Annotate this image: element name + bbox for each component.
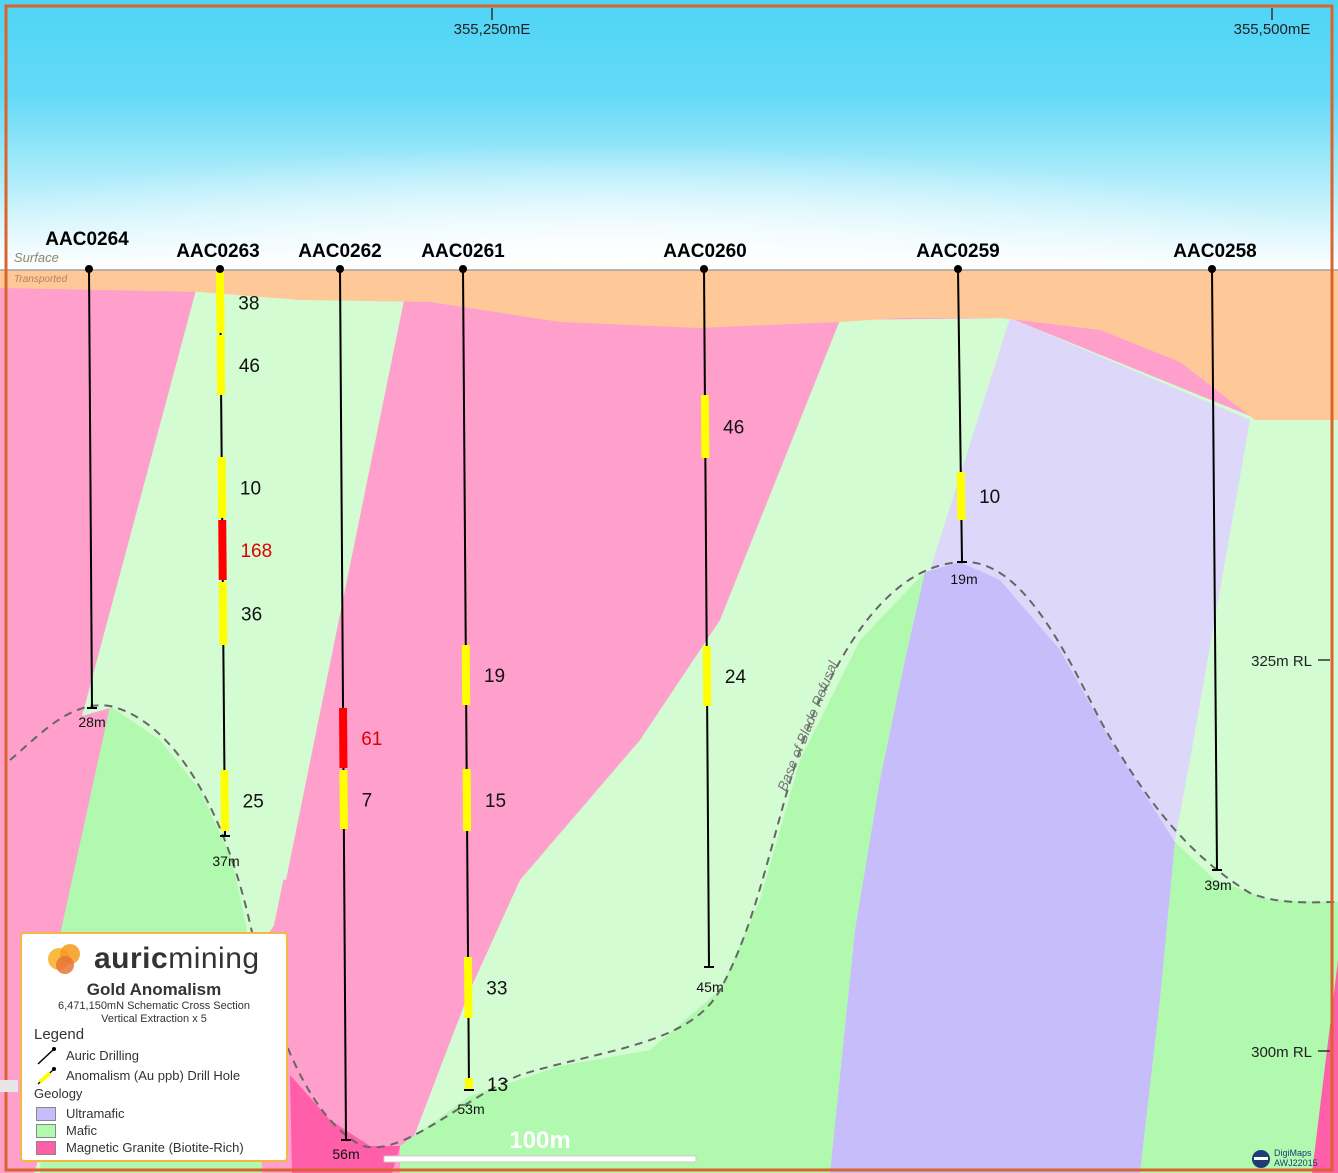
hole-depth-label: 28m: [78, 714, 105, 730]
anomaly-interval: [217, 456, 227, 519]
credit-line: AWJ22015: [1274, 1158, 1318, 1168]
scale-bar: [383, 1155, 697, 1163]
mafic-swatch: [36, 1124, 56, 1138]
anomaly-value: 61: [361, 729, 382, 750]
credit-line: DigiMaps: [1274, 1148, 1312, 1158]
drill-holes: AAC0264 28m 38 46 10 168 36 25 AAC0263 37m 61 7 AAC0…: [45, 229, 1256, 1162]
legend-subtitle: Vertical Extraction x 5: [101, 1013, 207, 1025]
magnetic-granite-swatch: [36, 1141, 56, 1155]
collar-point: [336, 265, 344, 273]
hole-id-label: AAC0263: [176, 241, 259, 262]
hole-depth-label: 53m: [457, 1101, 484, 1117]
collar-point: [459, 265, 467, 273]
hole-id-label: AAC0259: [916, 241, 999, 262]
anomaly-value: 19: [484, 666, 505, 687]
anomaly-value: 7: [362, 791, 373, 812]
anomaly-line-icon: [37, 1067, 56, 1085]
anomaly-value: 13: [487, 1075, 508, 1096]
magnetic-granite: [290, 1075, 400, 1173]
anomaly-interval: [956, 471, 966, 521]
brand-name: auricmining: [94, 942, 260, 975]
hole-id-label: AAC0264: [45, 229, 129, 250]
drill-trace: [339, 268, 347, 1141]
legend-heading: Legend: [34, 1026, 85, 1043]
collar-point: [1208, 265, 1216, 273]
anomaly-interval: [220, 769, 229, 832]
drill-hole-aac0262: 61 7 AAC0262 56m: [298, 241, 382, 1162]
mafic-unit: [400, 572, 925, 1173]
drill-hole-aac0263: 38 46 10 168 36 25 AAC0263 37m: [176, 241, 272, 869]
hole-depth-label: 56m: [332, 1146, 359, 1162]
logo-dots-icon: [48, 942, 84, 978]
collar-point: [700, 265, 708, 273]
hole-id-label: AAC0258: [1173, 241, 1256, 262]
ultramafic-unit: [830, 562, 1175, 1173]
hole-depth-label: 39m: [1204, 877, 1231, 893]
anomaly-interval: [216, 271, 225, 334]
ultramafic-unit: [930, 318, 1250, 840]
drill-line-icon: [37, 1047, 56, 1065]
legend-title: Gold Anomalism: [86, 980, 222, 999]
drill-hole-aac0258: AAC0258 39m: [1173, 241, 1256, 893]
transported-label: Transported: [14, 274, 68, 285]
hole-id-label: AAC0262: [298, 241, 381, 262]
base-of-blade-refusal: [9, 560, 1338, 1149]
hole-depth-label: 19m: [950, 571, 977, 587]
anomaly-value: 10: [979, 487, 1000, 508]
transported-layer: [0, 270, 1338, 420]
anomaly-value: 46: [239, 356, 260, 377]
collar-point: [85, 265, 93, 273]
rl-label: 325m RL: [1251, 653, 1312, 670]
anomaly-value: 15: [485, 791, 506, 812]
drill-trace: [703, 268, 710, 968]
anomaly-interval: [218, 581, 228, 646]
legend-subtitle: 6,471,150mN Schematic Cross Section: [58, 1000, 250, 1012]
auric-mining-logo: auricmining: [44, 940, 284, 980]
ultramafic-swatch: [36, 1107, 56, 1121]
collar-point: [954, 265, 962, 273]
anomaly-interval: [218, 519, 227, 581]
easting-label: 355,500mE: [1234, 21, 1311, 38]
drill-trace: [1211, 268, 1218, 871]
drill-hole-aac0260: 46 24 AAC0260 45m: [663, 241, 746, 995]
hole-id-label: AAC0260: [663, 241, 746, 262]
anomaly-value: 36: [241, 605, 262, 626]
anomaly-value: 33: [486, 979, 507, 1000]
drill-hole-aac0259: 10 AAC0259 19m: [916, 241, 1000, 587]
anomaly-value: 25: [243, 792, 264, 813]
anomaly-value: 38: [238, 294, 259, 315]
legend-panel: auricmining Gold Anomalism 6,471,150mN S…: [20, 932, 288, 1162]
drill-hole-aac0264: AAC0264 28m: [45, 229, 129, 730]
globe-icon: [1252, 1150, 1270, 1168]
drill-trace: [88, 268, 93, 709]
collar-point: [216, 265, 224, 273]
anomaly-interval: [216, 334, 226, 396]
geology-heading: Geology: [34, 1086, 83, 1101]
hole-depth-label: 45m: [696, 979, 723, 995]
anomaly-value: 10: [240, 479, 261, 500]
easting-label: 355,250mE: [454, 21, 531, 38]
drill-hole-aac0261: 19 15 33 13 AAC0261 53m: [421, 241, 508, 1117]
anomaly-value: 168: [240, 541, 272, 562]
anomaly-value: 24: [725, 667, 747, 688]
mafic-unit: [1140, 842, 1338, 1173]
anomaly-value: 46: [723, 418, 744, 439]
scale-label: 100m: [509, 1127, 570, 1154]
digimaps-credit: DigiMaps AWJ22015: [1252, 1148, 1332, 1170]
hole-depth-label: 37m: [212, 853, 239, 869]
surface-label: Surface: [14, 250, 59, 265]
frame: [4, 4, 1334, 1172]
rl-label: 300m RL: [1251, 1044, 1312, 1061]
hole-id-label: AAC0261: [421, 241, 505, 262]
